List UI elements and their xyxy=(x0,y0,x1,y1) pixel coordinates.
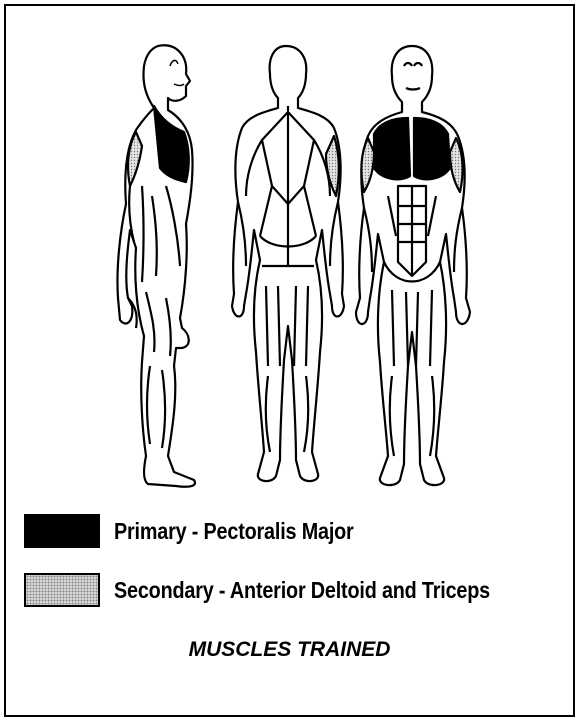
legend-primary: Primary - Pectoralis Major xyxy=(24,514,393,548)
anatomy-figures xyxy=(106,36,486,506)
diagram-frame: Primary - Pectoralis Major Secondary - A… xyxy=(4,4,575,717)
primary-label: Primary - Pectoralis Major xyxy=(114,518,354,545)
front-view-figure xyxy=(356,46,470,485)
legend-secondary: Secondary - Anterior Deltoid and Triceps xyxy=(24,573,551,607)
secondary-label: Secondary - Anterior Deltoid and Triceps xyxy=(114,577,490,604)
secondary-swatch xyxy=(24,573,100,607)
muscles-trained-caption: MUSCLES TRAINED xyxy=(6,638,573,662)
back-view-figure xyxy=(232,46,344,481)
side-view-figure xyxy=(117,45,195,486)
primary-swatch xyxy=(24,514,100,548)
